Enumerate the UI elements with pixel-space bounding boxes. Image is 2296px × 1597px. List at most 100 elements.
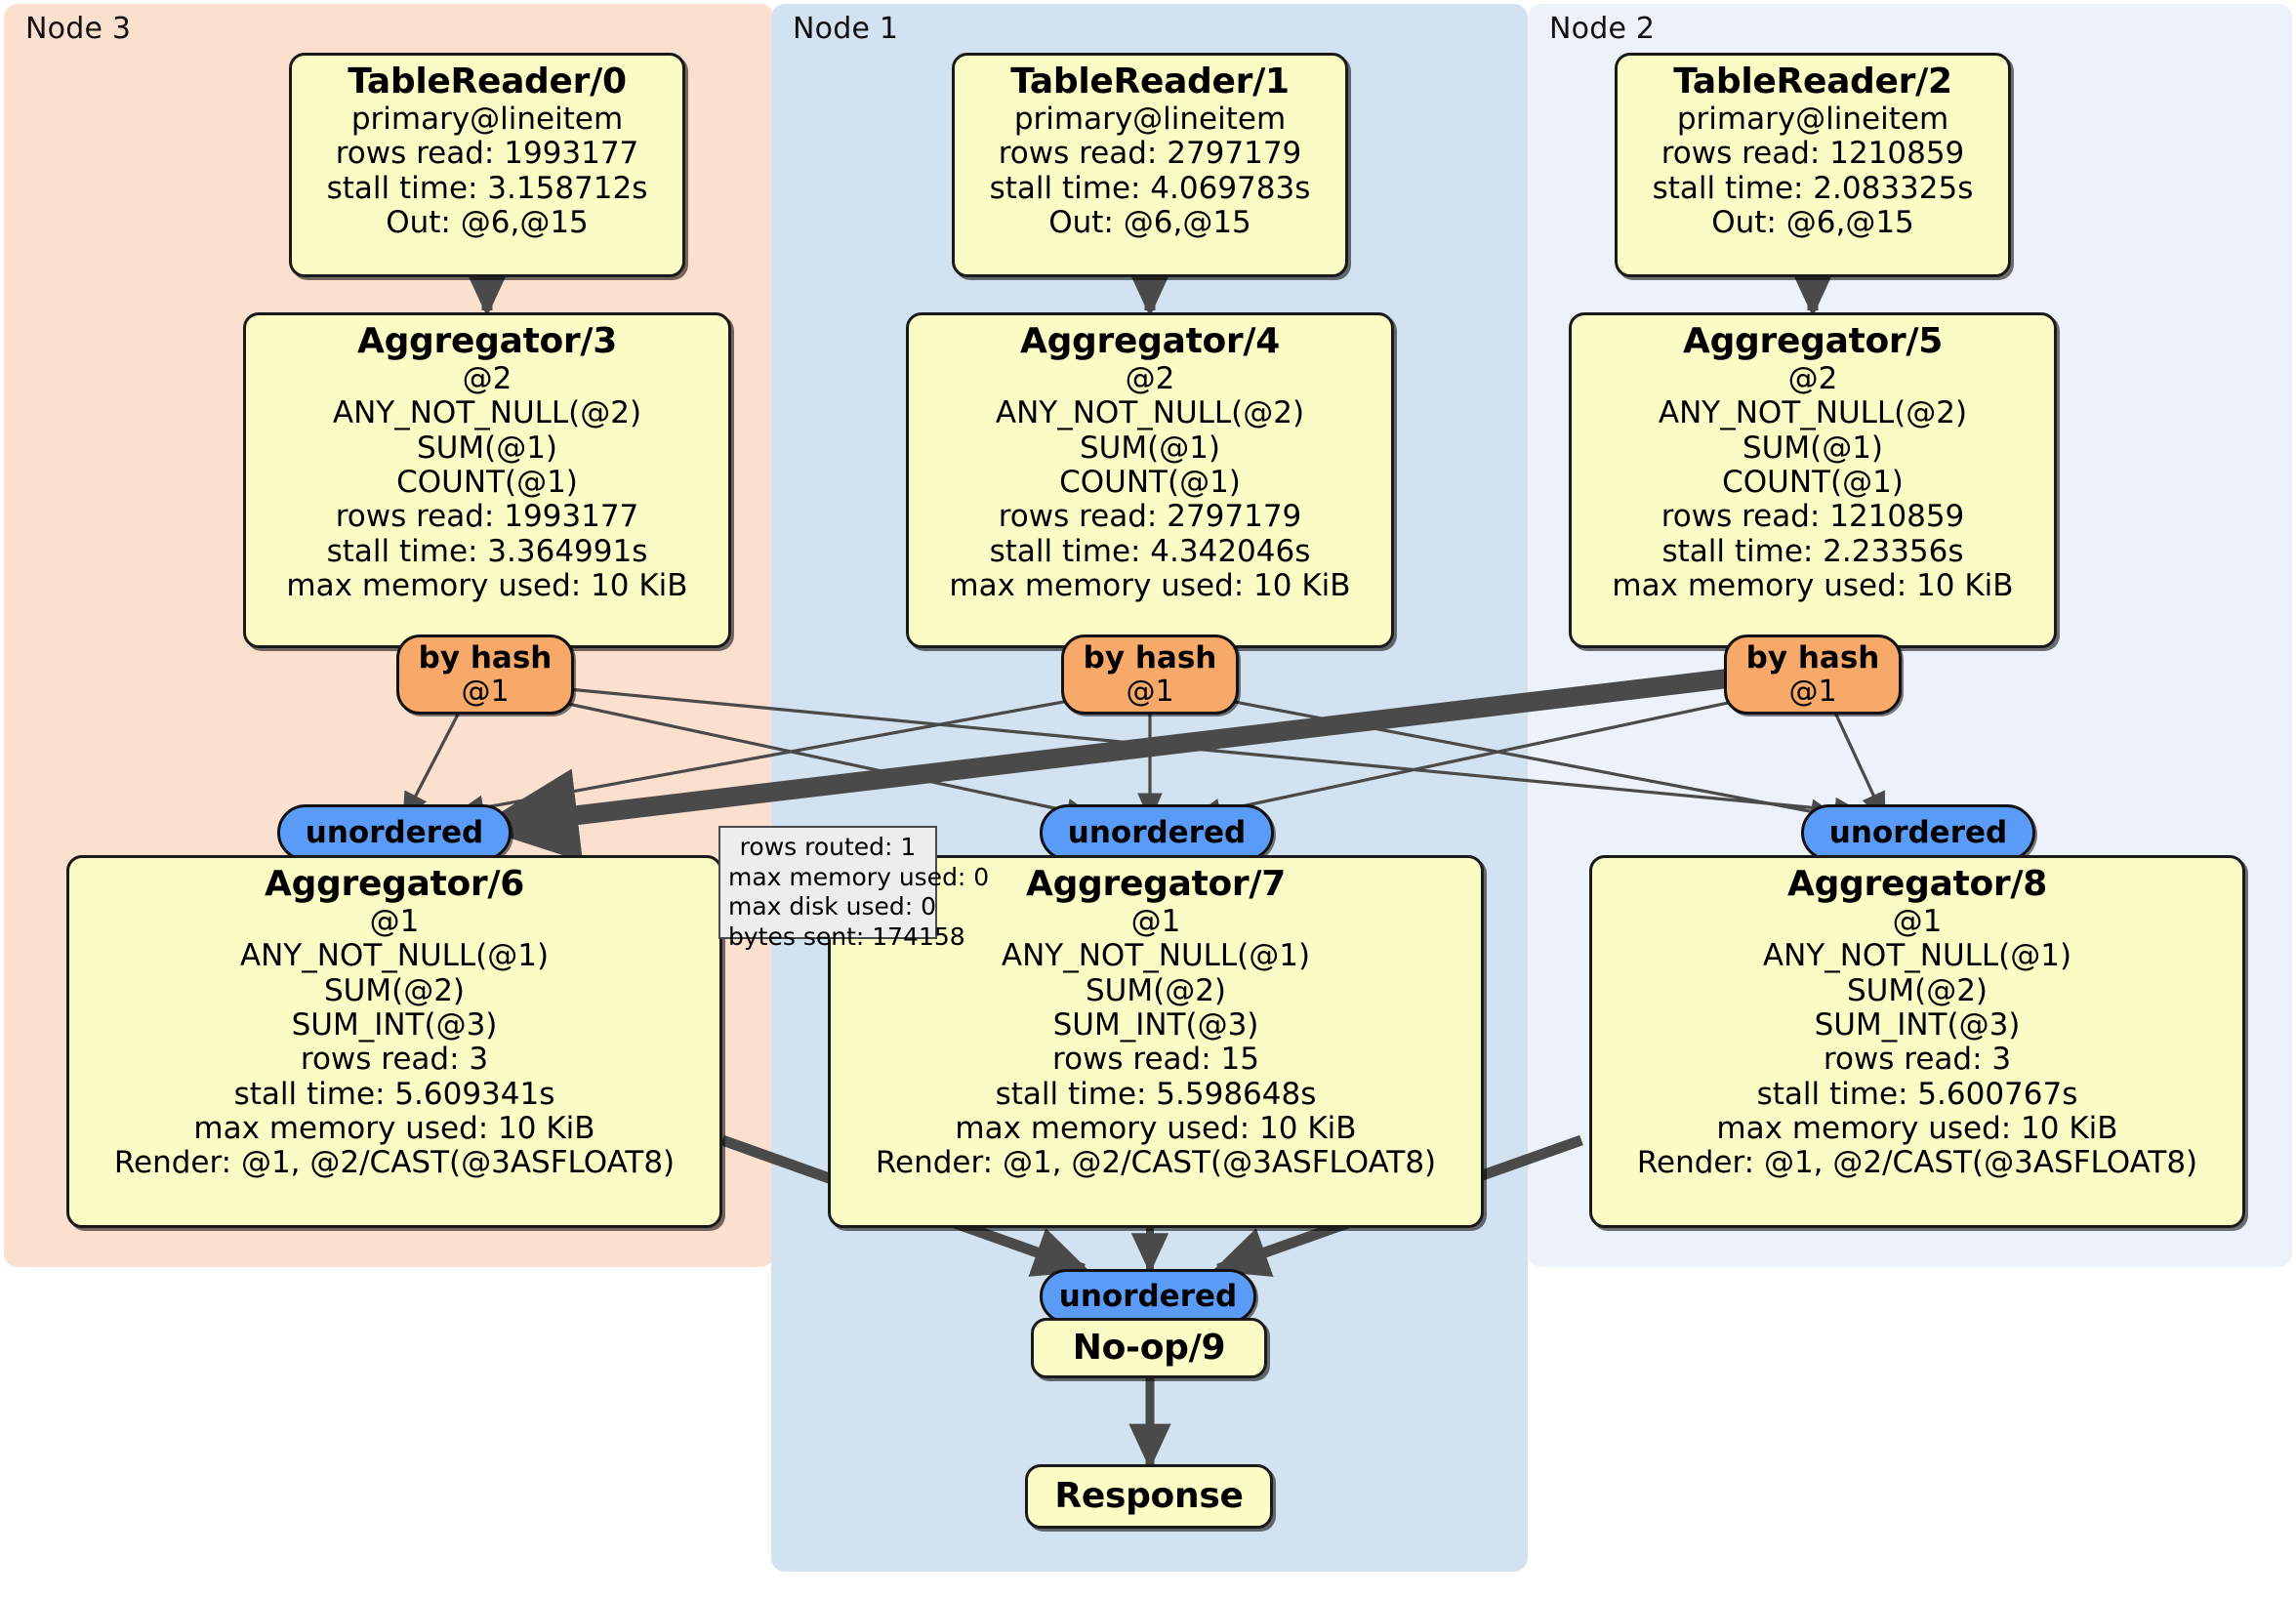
processor-line: SUM(@1) bbox=[416, 430, 558, 466]
router-title: by hash bbox=[1745, 640, 1880, 676]
processor-line: stall time: 2.083325s bbox=[1652, 170, 1974, 206]
synchronizer-title: unordered bbox=[1828, 814, 2008, 850]
processor-line: Render: @1, @2/CAST(@3ASFLOAT8) bbox=[1636, 1145, 2198, 1181]
processor-title: Aggregator/5 bbox=[1683, 321, 1943, 361]
processor-title: Aggregator/3 bbox=[357, 321, 617, 361]
router-subtitle: @1 bbox=[461, 674, 510, 709]
processor-line: SUM(@1) bbox=[1079, 430, 1221, 466]
processor-line: rows read: 3 bbox=[1823, 1042, 2012, 1078]
processor-title: TableReader/1 bbox=[1010, 61, 1290, 102]
router-by-hash-3[interactable]: by hash @1 bbox=[396, 635, 574, 715]
processor-title: Aggregator/4 bbox=[1020, 321, 1280, 361]
processor-line: COUNT(@1) bbox=[1722, 465, 1904, 501]
router-title: by hash bbox=[1083, 640, 1217, 676]
processor-line: SUM(@2) bbox=[1846, 972, 1988, 1008]
processor-line: stall time: 4.069783s bbox=[989, 170, 1311, 206]
processor-title: Response bbox=[1054, 1476, 1244, 1517]
stats-row: max memory used: 0 bbox=[728, 862, 990, 891]
processor-aggregator-7[interactable]: Aggregator/7 @1 ANY_NOT_NULL(@1) SUM(@2)… bbox=[828, 855, 1484, 1228]
processor-line: @1 bbox=[1892, 904, 1943, 940]
processor-tablereader-0[interactable]: TableReader/0 primary@lineitem rows read… bbox=[289, 53, 685, 277]
processor-line: @2 bbox=[462, 361, 512, 397]
processor-line: COUNT(@1) bbox=[396, 465, 578, 501]
processor-line: Render: @1, @2/CAST(@3ASFLOAT8) bbox=[875, 1145, 1437, 1181]
processor-line: primary@lineitem bbox=[1676, 102, 1949, 138]
synchronizer-unordered-8[interactable]: unordered bbox=[1801, 804, 2035, 861]
processor-line: stall time: 5.598648s bbox=[995, 1076, 1317, 1112]
processor-line: max memory used: 10 KiB bbox=[1612, 568, 2014, 603]
processor-line: max memory used: 10 KiB bbox=[286, 568, 688, 603]
processor-line: max memory used: 10 KiB bbox=[1716, 1111, 2118, 1146]
processor-line: Render: @1, @2/CAST(@3ASFLOAT8) bbox=[113, 1145, 676, 1181]
processor-line: ANY_NOT_NULL(@1) bbox=[239, 938, 550, 974]
processor-aggregator-4[interactable]: Aggregator/4 @2 ANY_NOT_NULL(@2) SUM(@1)… bbox=[906, 312, 1394, 648]
processor-line: @2 bbox=[1125, 361, 1175, 397]
processor-line: SUM_INT(@3) bbox=[1052, 1007, 1259, 1044]
router-by-hash-5[interactable]: by hash @1 bbox=[1724, 635, 1902, 715]
synchronizer-unordered-7[interactable]: unordered bbox=[1040, 804, 1274, 861]
router-subtitle: @1 bbox=[1126, 674, 1174, 709]
processor-no-op-9[interactable]: No-op/9 bbox=[1031, 1318, 1267, 1378]
router-by-hash-4[interactable]: by hash @1 bbox=[1061, 635, 1239, 715]
processor-title: TableReader/0 bbox=[348, 61, 627, 102]
processor-line: stall time: 3.364991s bbox=[326, 533, 648, 569]
processor-line: Out: @6,@15 bbox=[1711, 205, 1914, 241]
processor-line: max memory used: 10 KiB bbox=[193, 1111, 595, 1146]
processor-line: rows read: 1993177 bbox=[335, 499, 639, 535]
processor-line: @1 bbox=[369, 904, 420, 940]
synchronizer-unordered-9[interactable]: unordered bbox=[1040, 1269, 1256, 1324]
processor-aggregator-3[interactable]: Aggregator/3 @2 ANY_NOT_NULL(@2) SUM(@1)… bbox=[243, 312, 731, 648]
processor-title: No-op/9 bbox=[1072, 1328, 1226, 1369]
processor-response[interactable]: Response bbox=[1025, 1464, 1273, 1529]
processor-line: primary@lineitem bbox=[1013, 102, 1287, 138]
processor-line: SUM(@2) bbox=[323, 972, 466, 1008]
stats-row: bytes sent: 174158 bbox=[728, 921, 965, 951]
processor-line: rows read: 2797179 bbox=[998, 136, 1302, 172]
processor-aggregator-5[interactable]: Aggregator/5 @2 ANY_NOT_NULL(@2) SUM(@1)… bbox=[1569, 312, 2057, 648]
processor-line: SUM(@1) bbox=[1742, 430, 1884, 466]
processor-line: rows read: 1993177 bbox=[335, 136, 639, 172]
processor-line: max memory used: 10 KiB bbox=[955, 1111, 1357, 1146]
processor-line: SUM_INT(@3) bbox=[291, 1007, 498, 1044]
synchronizer-title: unordered bbox=[305, 814, 484, 850]
processor-line: SUM_INT(@3) bbox=[1814, 1007, 2021, 1044]
cluster-label-node-1: Node 1 bbox=[793, 12, 899, 46]
processor-tablereader-1[interactable]: TableReader/1 primary@lineitem rows read… bbox=[952, 53, 1348, 277]
processor-line: @1 bbox=[1130, 904, 1181, 940]
stats-row: rows routed: 1 bbox=[739, 833, 917, 861]
synchronizer-title: unordered bbox=[1067, 814, 1247, 850]
processor-line: rows read: 1210859 bbox=[1660, 136, 1965, 172]
processor-line: stall time: 5.609341s bbox=[233, 1076, 555, 1112]
synchronizer-unordered-6[interactable]: unordered bbox=[277, 804, 512, 861]
processor-line: COUNT(@1) bbox=[1059, 465, 1241, 501]
processor-aggregator-8[interactable]: Aggregator/8 @1 ANY_NOT_NULL(@1) SUM(@2)… bbox=[1589, 855, 2245, 1228]
processor-line: rows read: 2797179 bbox=[998, 499, 1302, 535]
processor-line: ANY_NOT_NULL(@2) bbox=[1658, 395, 1968, 431]
processor-line: rows read: 3 bbox=[300, 1042, 489, 1078]
synchronizer-title: unordered bbox=[1058, 1278, 1238, 1314]
processor-line: ANY_NOT_NULL(@1) bbox=[1762, 938, 2072, 974]
cluster-label-node-2: Node 2 bbox=[1549, 12, 1656, 46]
processor-line: Out: @6,@15 bbox=[386, 205, 589, 241]
processor-title: TableReader/2 bbox=[1673, 61, 1952, 102]
processor-line: max memory used: 10 KiB bbox=[949, 568, 1351, 603]
processor-line: stall time: 4.342046s bbox=[989, 533, 1311, 569]
processor-line: primary@lineitem bbox=[350, 102, 624, 138]
router-title: by hash bbox=[418, 640, 553, 676]
processor-line: ANY_NOT_NULL(@1) bbox=[1001, 938, 1311, 974]
processor-title: Aggregator/7 bbox=[1026, 864, 1286, 904]
processor-line: stall time: 5.600767s bbox=[1756, 1076, 2078, 1112]
processor-line: stall time: 3.158712s bbox=[326, 170, 648, 206]
cluster-label-node-3: Node 3 bbox=[25, 12, 132, 46]
router-subtitle: @1 bbox=[1788, 674, 1837, 709]
processor-title: Aggregator/6 bbox=[265, 864, 524, 904]
processor-line: rows read: 15 bbox=[1052, 1042, 1259, 1078]
processor-line: SUM(@2) bbox=[1085, 972, 1227, 1008]
stream-stats-tooltip: rows routed: 1 max memory used: 0 max di… bbox=[718, 826, 990, 951]
processor-line: ANY_NOT_NULL(@2) bbox=[332, 395, 642, 431]
stats-row: max disk used: 0 bbox=[728, 892, 937, 921]
processor-line: ANY_NOT_NULL(@2) bbox=[995, 395, 1305, 431]
processor-tablereader-2[interactable]: TableReader/2 primary@lineitem rows read… bbox=[1615, 53, 2011, 277]
processor-aggregator-6[interactable]: Aggregator/6 @1 ANY_NOT_NULL(@1) SUM(@2)… bbox=[66, 855, 722, 1228]
